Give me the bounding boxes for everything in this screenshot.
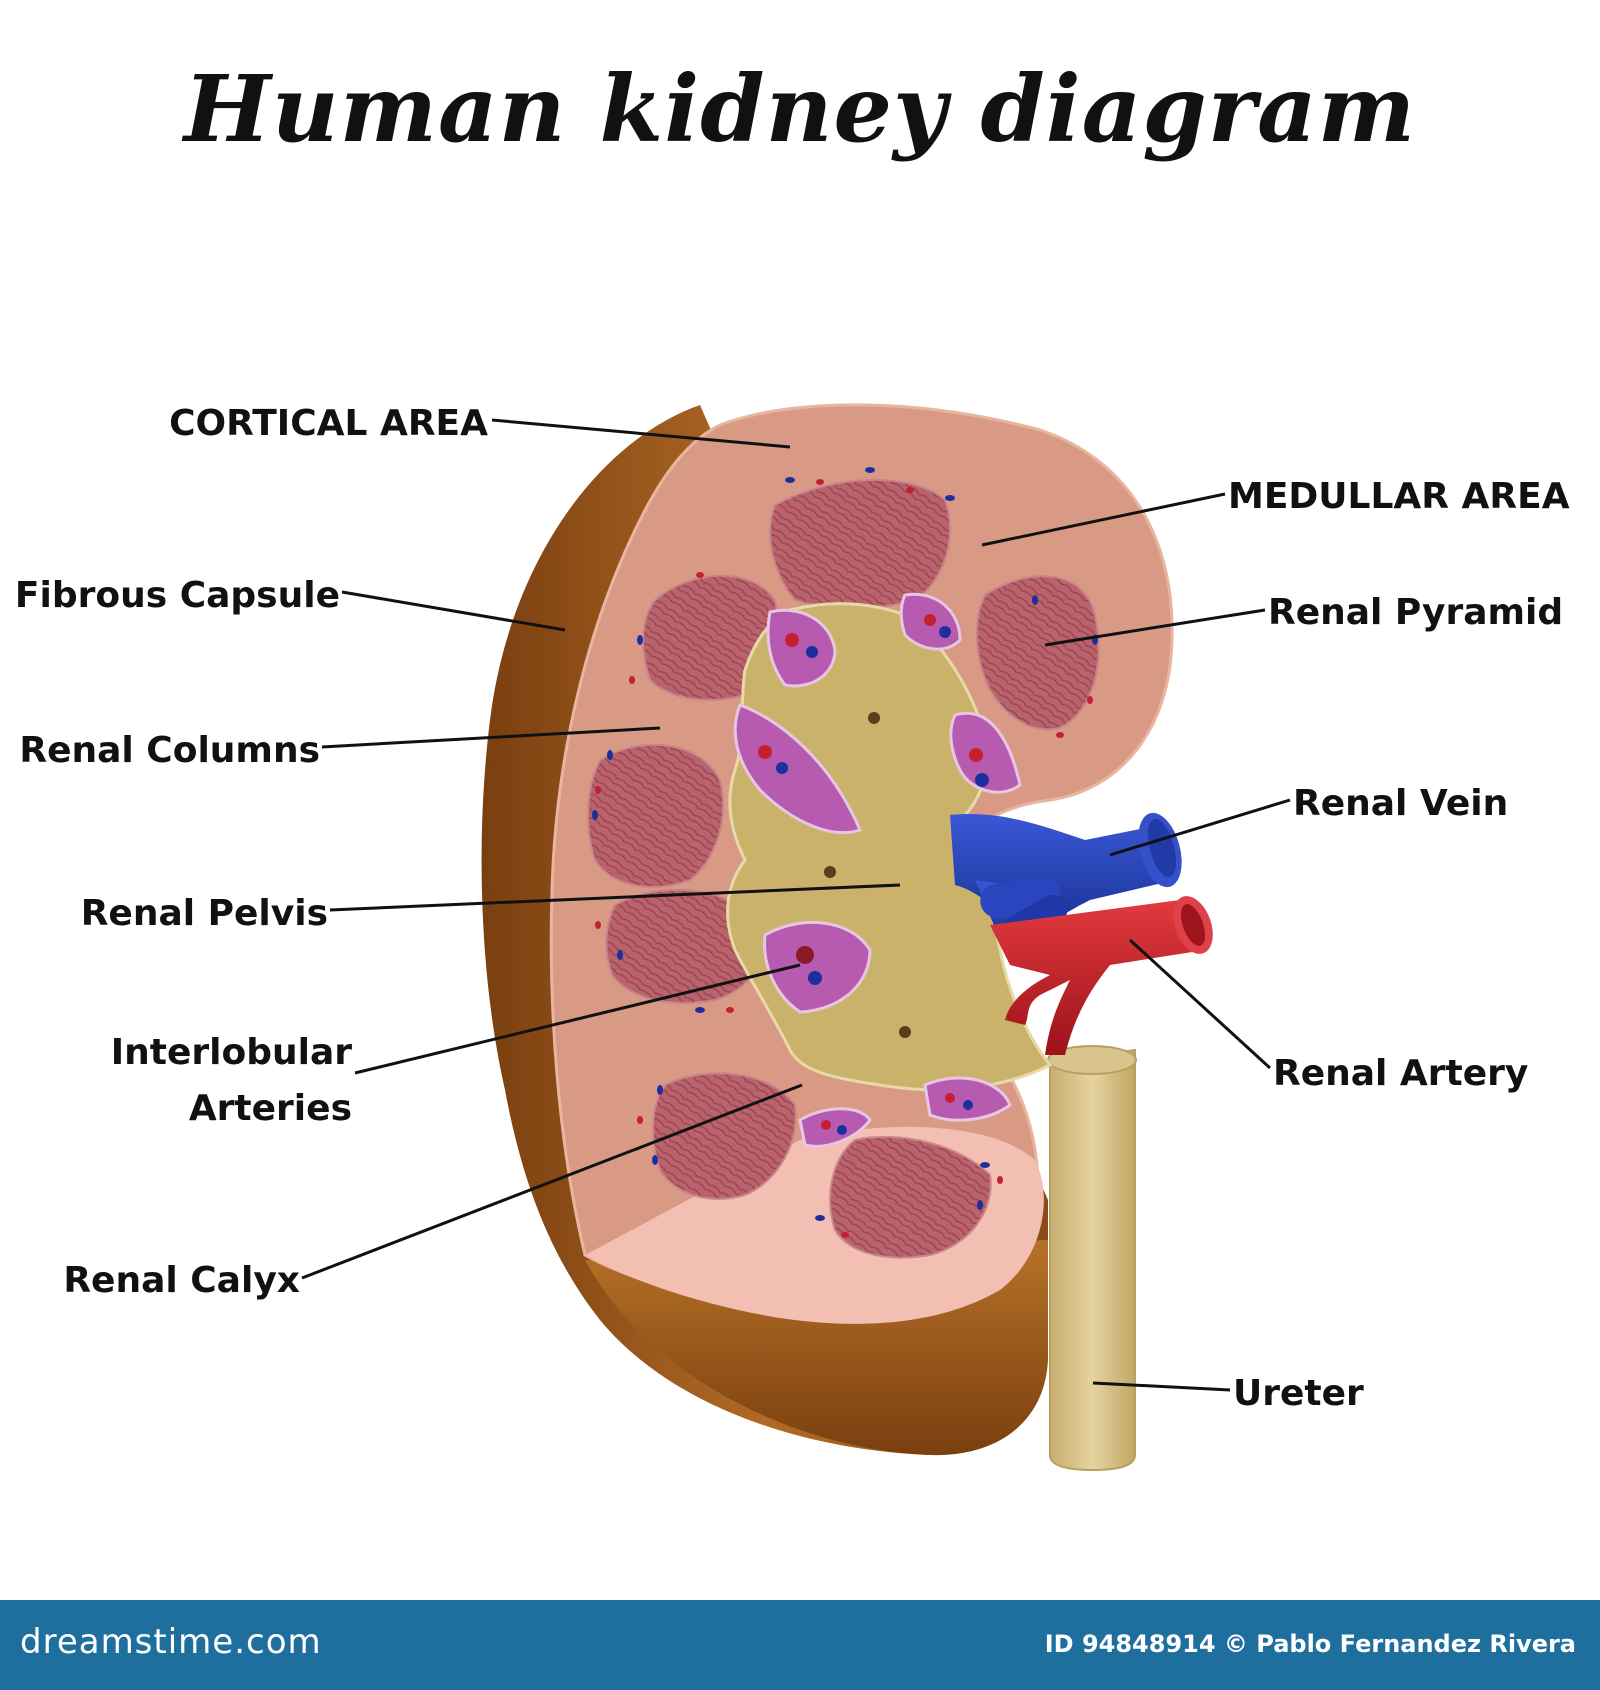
label-renal-pyramid: Renal Pyramid <box>1268 592 1563 633</box>
kidney-illustration: CORTICAL AREA MEDULLAR AREA Fibrous Caps… <box>15 403 1570 1472</box>
footer-brand: dreamstime.com <box>20 1622 322 1662</box>
pyramid-bottom-left <box>652 1072 797 1200</box>
label-cortical-area: CORTICAL AREA <box>169 403 488 444</box>
label-fibrous-capsule: Fibrous Capsule <box>15 575 340 616</box>
page-title: Human kidney diagram <box>183 55 1417 163</box>
pyramid-top <box>769 478 952 610</box>
leader-medullar-area <box>981 492 1226 547</box>
renal-artery-vessel <box>990 896 1213 1055</box>
leader-renal-artery <box>1128 938 1272 1070</box>
leader-interlobular-arteries <box>354 963 801 1075</box>
part-labels: CORTICAL AREA MEDULLAR AREA Fibrous Caps… <box>15 403 1570 1414</box>
leader-lines <box>301 418 1291 1392</box>
label-ureter: Ureter <box>1233 1373 1364 1414</box>
ureter-tube <box>1047 1045 1137 1472</box>
pyramid-bottom <box>829 1135 992 1259</box>
leader-renal-calyx <box>301 1083 803 1280</box>
leader-renal-pelvis <box>329 883 901 912</box>
leader-cortical-area <box>491 418 791 449</box>
label-interlobular-line1: Interlobular <box>111 1032 353 1073</box>
pyramid-left <box>587 743 725 888</box>
renal-pyramids <box>587 478 1100 1259</box>
label-renal-columns: Renal Columns <box>19 730 320 771</box>
label-renal-calyx: Renal Calyx <box>63 1260 300 1301</box>
leader-renal-columns <box>321 726 661 749</box>
interlobular-vessel-dots <box>592 467 1098 1238</box>
leader-fibrous-capsule <box>341 590 566 632</box>
leader-renal-vein <box>1109 798 1291 857</box>
label-renal-pelvis: Renal Pelvis <box>81 893 328 934</box>
footer-bar: dreamstime.com ID 94848914 © Pablo Ferna… <box>0 1600 1600 1690</box>
label-interlobular-line2: Arteries <box>189 1088 352 1129</box>
label-medullar-area: MEDULLAR AREA <box>1228 476 1570 517</box>
label-renal-artery: Renal Artery <box>1273 1053 1528 1094</box>
renal-calyces <box>733 592 1022 1148</box>
label-renal-vein: Renal Vein <box>1293 783 1508 824</box>
pyramid-right <box>975 575 1100 731</box>
leader-ureter <box>1092 1381 1231 1392</box>
leader-renal-pyramid <box>1044 608 1266 647</box>
footer-credit: ID 94848914 © Pablo Fernandez Rivera <box>1044 1630 1576 1658</box>
